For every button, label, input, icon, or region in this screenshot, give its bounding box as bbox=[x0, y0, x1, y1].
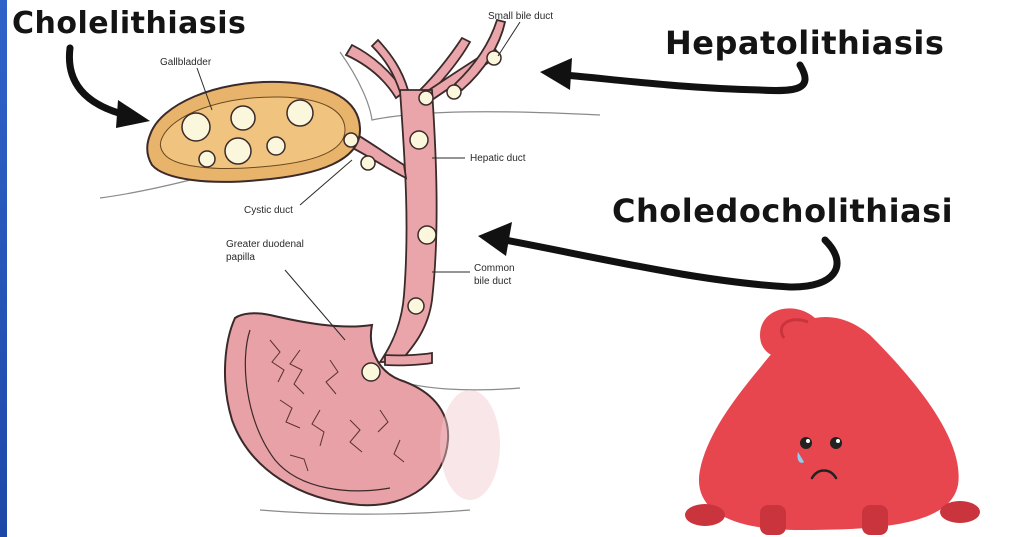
label-greater-duodenal-papilla: Greater duodenal papilla bbox=[226, 238, 304, 264]
label-cystic-duct: Cystic duct bbox=[244, 204, 293, 217]
label-common-bile-duct-line1: Common bbox=[474, 262, 515, 275]
label-small-bile-duct: Small bile duct bbox=[488, 10, 553, 23]
label-hepatic-duct: Hepatic duct bbox=[470, 152, 526, 165]
bile-ducts bbox=[340, 20, 505, 365]
arrow-cholelithiasis bbox=[69, 48, 150, 128]
label-greater-duodenal-papilla-line2: papilla bbox=[226, 251, 304, 264]
label-common-bile-duct: Common bile duct bbox=[474, 262, 515, 288]
sad-mascot bbox=[685, 308, 980, 535]
label-choledocholithiasis: Choledocholithiasi bbox=[612, 192, 953, 230]
gallbladder-organ bbox=[147, 82, 360, 182]
duodenum bbox=[225, 313, 500, 505]
label-gallbladder: Gallbladder bbox=[160, 56, 211, 69]
arrow-hepatolithiasis bbox=[540, 58, 805, 91]
arrow-choledocholithiasis bbox=[478, 222, 837, 287]
label-cholelithiasis: Cholelithiasis bbox=[12, 6, 246, 41]
label-common-bile-duct-line2: bile duct bbox=[474, 275, 515, 288]
label-greater-duodenal-papilla-line1: Greater duodenal bbox=[226, 238, 304, 251]
mascot-body bbox=[685, 308, 980, 535]
label-hepatolithiasis: Hepatolithiasis bbox=[665, 24, 944, 62]
